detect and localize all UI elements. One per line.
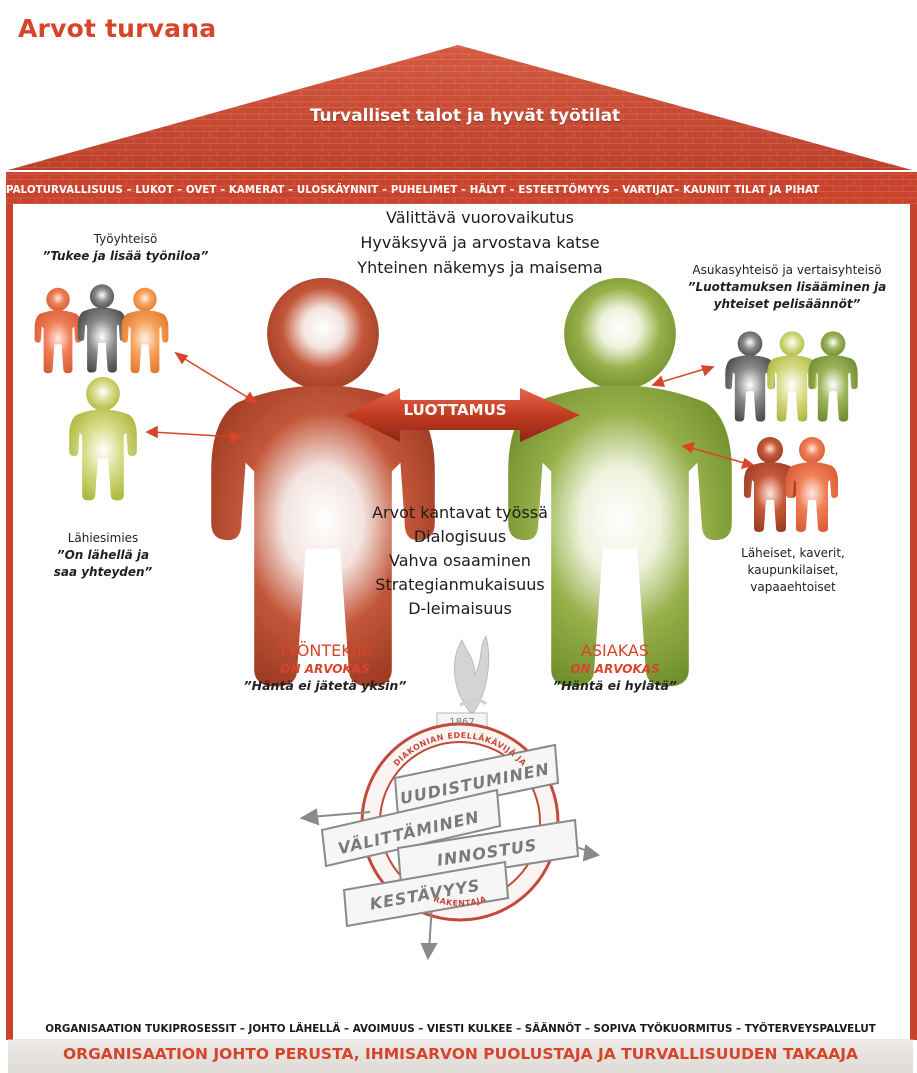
support-processes: ORGANISAATION TUKIPROSESSIT – JOHTO LÄHE… [45, 1023, 876, 1035]
page-title: Arvot turvana [18, 14, 217, 43]
resident-community-name: Asukasyhteisö ja vertaisyhteisö [692, 263, 882, 277]
supervisor-quote-1: ”On lähellä ja [56, 548, 150, 562]
employee-caption: TYÖNTEKIJÄ ON ARVOKAS ”Häntä ei jätetä y… [220, 641, 430, 695]
center-bottom-line: Strategianmukaisuus [375, 575, 545, 594]
trust-label: LUOTTAMUS [403, 401, 507, 419]
work-community-person-1 [34, 287, 82, 374]
employee-subtitle: ON ARVOKAS [280, 662, 370, 676]
center-top-line: Välittävä vuorovaikutus [386, 208, 574, 227]
center-top-line: Yhteinen näkemys ja maisema [357, 258, 603, 277]
client-figure [508, 277, 732, 687]
supervisor-quote-2: saa yhteyden” [53, 565, 153, 579]
work-community-person-2 [77, 284, 127, 373]
safety-band-label: PALOTURVALLISUUS – LUKOT – OVET – KAMERA… [6, 185, 820, 196]
work-community-label: Työyhteisö ”Tukee ja lisää työniloa” [38, 231, 213, 265]
work-community-person-3 [121, 287, 169, 374]
relatives-label: Läheiset, kaverit, kaupunkilaiset, vapaa… [728, 545, 858, 596]
employee-quote: ”Häntä ei jätetä yksin” [243, 678, 407, 693]
center-bottom-line: D-leimaisuus [408, 599, 512, 618]
right-wall [910, 204, 917, 1040]
center-top-values: Välittävä vuorovaikutus Hyväksyvä ja arv… [330, 205, 630, 280]
resident-community-quote-1: ”Luottamuksen lisääminen ja [687, 280, 887, 294]
values-emblem [299, 634, 601, 961]
client-quote: ”Häntä ei hylätä” [553, 678, 677, 693]
relatives-line: vapaaehtoiset [750, 580, 836, 594]
center-bottom-values: Arvot kantavat työssä Dialogisuus Vahva … [340, 501, 580, 621]
connector-arrows [145, 351, 755, 470]
center-bottom-line: Arvot kantavat työssä [372, 503, 548, 522]
foundation [8, 1040, 913, 1073]
resident-community-label: Asukasyhteisö ja vertaisyhteisö ”Luottam… [672, 262, 902, 313]
work-community-quote: ”Tukee ja lisää työniloa” [42, 249, 209, 263]
client-subtitle: ON ARVOKAS [570, 662, 660, 676]
client-caption: ASIAKAS ON ARVOKAS ”Häntä ei hylätä” [520, 641, 710, 695]
relatives-line: Läheiset, kaverit, [741, 546, 845, 560]
roof-label: Turvalliset talot ja hyvät työtilat [309, 106, 621, 126]
supervisor-label: Lähiesimies ”On lähellä ja saa yhteyden” [38, 530, 168, 581]
center-top-line: Hyväksyvä ja arvostava katse [360, 233, 600, 252]
employee-name: TYÖNTEKIJÄ [278, 641, 372, 660]
relatives-line: kaupunkilaiset, [747, 563, 839, 577]
center-bottom-line: Vahva osaaminen [389, 551, 531, 570]
resident-community-quote-2: yhteiset pelisäännöt” [713, 297, 861, 311]
foundation-label: ORGANISAATION JOHTO PERUSTA, IHMISARVON … [62, 1045, 859, 1063]
client-name: ASIAKAS [580, 641, 650, 660]
trust-arrow [345, 388, 580, 442]
resident-person-1 [725, 331, 775, 422]
center-bottom-line: Dialogisuus [413, 527, 507, 546]
supervisor-figure [69, 376, 137, 501]
work-community-name: Työyhteisö [93, 232, 158, 246]
employee-figure [211, 277, 435, 687]
left-wall [6, 204, 13, 1040]
supervisor-name: Lähiesimies [67, 531, 139, 545]
